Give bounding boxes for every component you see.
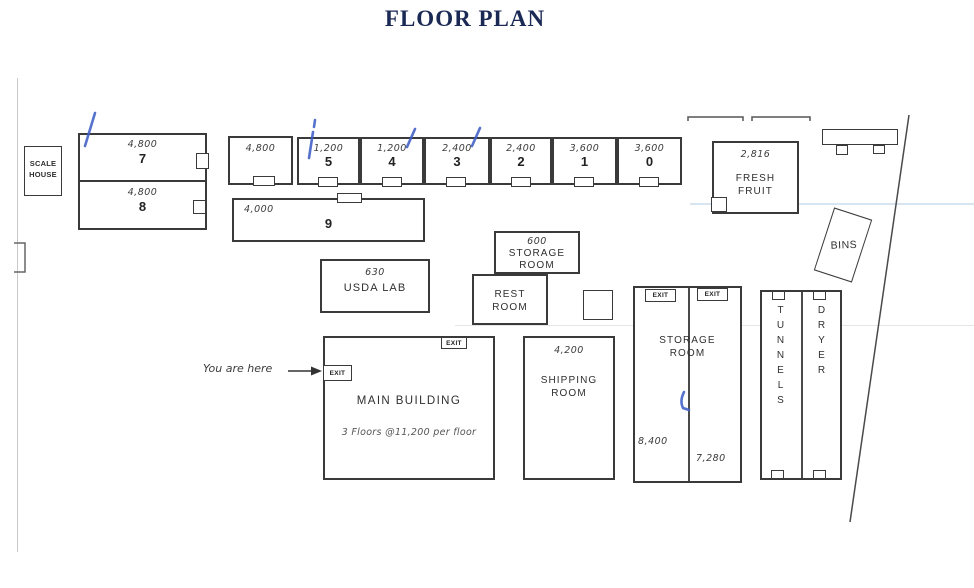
page-title: FLOOR PLAN — [384, 6, 546, 31]
door — [813, 291, 826, 300]
rest-room-label: ROOM — [492, 302, 528, 313]
scale-house: SCALE HOUSE — [24, 146, 62, 196]
page-fold-line — [17, 78, 18, 552]
door — [337, 193, 362, 203]
door — [772, 291, 785, 300]
dock-leg — [836, 145, 848, 155]
exit-sign: EXIT — [441, 337, 467, 349]
tunnels-dryer-divider — [801, 292, 803, 478]
storage-room-large: STORAGE ROOM 8,400 7,280 — [633, 286, 742, 483]
rest-room: REST ROOM — [472, 274, 548, 325]
fresh-fruit-area: 2,816 — [740, 149, 771, 160]
tunnels-dryer-building: TUNNELS DRYER — [760, 290, 842, 480]
storage-room-large-label: ROOM — [669, 348, 706, 359]
exit-sign: EXIT — [323, 365, 352, 381]
storage-room-large-label: STORAGE — [659, 335, 716, 346]
storage-room-small-area: 600 — [527, 236, 547, 247]
main-building-note: 3 Floors @11,200 per floor — [341, 427, 477, 438]
fresh-fruit-label: FRUIT — [738, 186, 773, 197]
building-2-number: 2 — [517, 154, 525, 169]
building-4-area: 1,200 — [377, 143, 407, 154]
shipping-room-label: SHIPPING — [540, 375, 598, 386]
storage-room-large-area-right: 7,280 — [696, 453, 726, 464]
building-3-number: 3 — [453, 154, 461, 169]
door — [382, 177, 402, 187]
building-7: 4,800 7 — [78, 133, 207, 182]
storage-room-small-label: STORAGE — [508, 248, 566, 259]
exit-sign: EXIT — [645, 289, 676, 302]
building-8: 4,800 8 — [78, 180, 207, 230]
building-8-number: 8 — [138, 199, 147, 214]
door — [771, 470, 784, 479]
door — [813, 470, 826, 479]
shipping-room-label: ROOM — [551, 388, 587, 399]
utility-square — [583, 290, 613, 320]
building-5-number: 5 — [324, 154, 333, 169]
tunnels-label: TUNNELS — [775, 305, 786, 410]
door — [193, 200, 206, 214]
scale-house-label: HOUSE — [29, 170, 57, 179]
usda-lab-area: 630 — [365, 267, 385, 278]
door — [639, 177, 659, 187]
door — [196, 153, 209, 169]
rest-room-label: REST — [494, 289, 526, 300]
building-3-area: 2,400 — [442, 143, 472, 154]
you-are-here-arrow — [288, 366, 322, 376]
door — [446, 177, 466, 187]
main-building: MAIN BUILDING 3 Floors @11,200 per floor — [323, 336, 495, 480]
exit-sign: EXIT — [697, 288, 728, 301]
building-8-area: 4,800 — [127, 187, 158, 198]
building-9-area: 4,000 — [244, 204, 274, 215]
shipping-room-area: 4,200 — [554, 345, 584, 356]
usda-lab-label: USDA LAB — [343, 282, 407, 294]
building-0-number: 0 — [645, 154, 654, 169]
building-1-number: 1 — [580, 154, 589, 169]
building-0-area: 3,600 — [634, 143, 665, 154]
building-1-area: 3,600 — [569, 143, 600, 154]
door — [511, 177, 531, 187]
loading-dock — [822, 129, 898, 145]
shipping-room: 4,200 SHIPPING ROOM — [523, 336, 615, 480]
bins-label: BINS — [830, 238, 858, 252]
building-5-area: 1,200 — [313, 143, 344, 154]
storage-room-large-area-left: 8,400 — [638, 436, 668, 447]
scale-house-label: SCALE — [29, 159, 57, 168]
dryer-label: DRYER — [816, 305, 827, 380]
building-7-area: 4,800 — [127, 139, 158, 150]
usda-lab: 630 USDA LAB — [320, 259, 430, 313]
building-9: 4,000 9 — [232, 198, 425, 242]
door — [318, 177, 338, 187]
building-0: 3,600 0 — [617, 137, 682, 185]
door — [574, 177, 594, 187]
bins: BINS — [813, 207, 873, 283]
storage-room-divider — [688, 288, 690, 481]
dock-leg — [873, 145, 885, 154]
door — [711, 197, 727, 212]
storage-room-small: 600 STORAGE ROOM — [494, 231, 580, 274]
door — [253, 176, 275, 186]
storage-room-small-label: ROOM — [519, 260, 555, 271]
warehouse-4800-area: 4,800 — [245, 143, 276, 154]
scan-line-blue — [690, 203, 974, 205]
fresh-fruit-label: FRESH — [735, 173, 776, 184]
you-are-here-label: You are here — [203, 362, 273, 375]
building-2-area: 2,400 — [506, 143, 536, 154]
building-4-number: 4 — [388, 154, 396, 169]
main-building-label: MAIN BUILDING — [356, 395, 462, 407]
building-7-number: 7 — [138, 151, 147, 166]
building-9-number: 9 — [324, 216, 333, 231]
